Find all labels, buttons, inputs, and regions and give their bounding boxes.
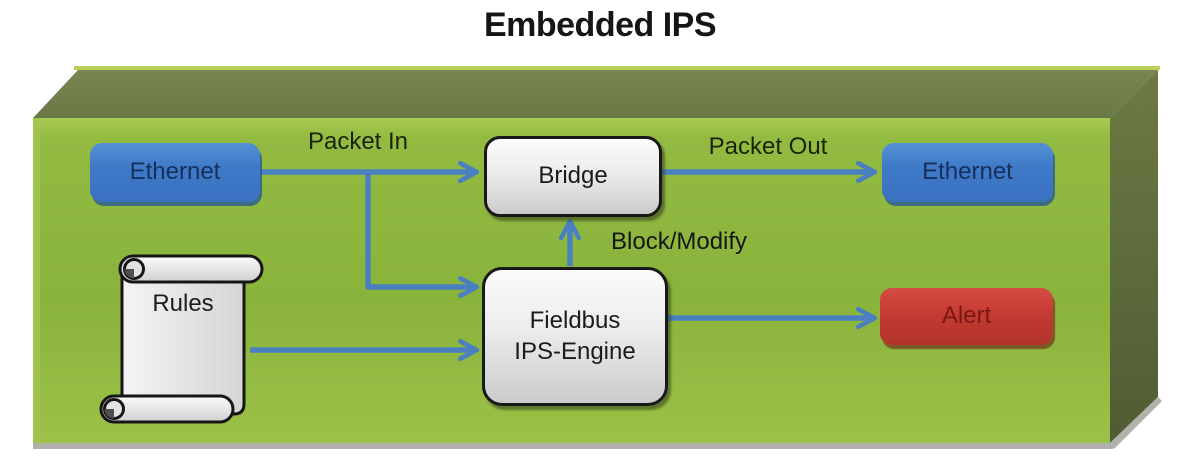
rules-scroll-shape — [99, 254, 264, 424]
scroll-body — [120, 266, 246, 416]
arrow-branch-to-fieldbus — [365, 172, 480, 299]
connector-arrows — [250, 160, 878, 362]
scroll-top-curl-shadow — [124, 269, 134, 279]
box-bottom-shadow — [33, 443, 1113, 449]
node-ethernet-right: Ethernet — [882, 143, 1053, 202]
box-top-face — [33, 70, 1158, 118]
scroll-bottom-roll — [99, 394, 235, 424]
rules-label: Rules — [152, 290, 214, 317]
scroll-bottom-curl-shadow — [104, 409, 114, 419]
box-left-edge-highlight — [33, 118, 40, 443]
node-bridge: Bridge — [484, 136, 662, 217]
node-ethernet-left: Ethernet — [90, 143, 260, 202]
edge-label-packet-out: Packet Out — [708, 133, 828, 160]
box-side-bottom-shadow — [1110, 397, 1162, 449]
node-ethernet-right-label: Ethernet — [922, 158, 1013, 186]
scroll-top-roll — [118, 254, 264, 284]
box-side-face — [1110, 70, 1158, 443]
node-ethernet-left-label: Ethernet — [129, 158, 221, 186]
edge-label-block-modify: Block/Modify — [611, 228, 748, 255]
node-fieldbus-label-line2: IPS-Engine — [514, 337, 636, 365]
node-alert-label: Alert — [941, 302, 992, 330]
node-alert: Alert — [880, 288, 1053, 345]
edge-label-packet-in: Packet In — [307, 128, 409, 155]
node-fieldbus-ips-engine: Fieldbus IPS-Engine — [482, 267, 668, 406]
node-fieldbus-label-line1: Fieldbus — [529, 307, 621, 335]
node-bridge-label: Bridge — [538, 162, 608, 190]
diagram-title: Embedded IPS — [483, 6, 717, 44]
